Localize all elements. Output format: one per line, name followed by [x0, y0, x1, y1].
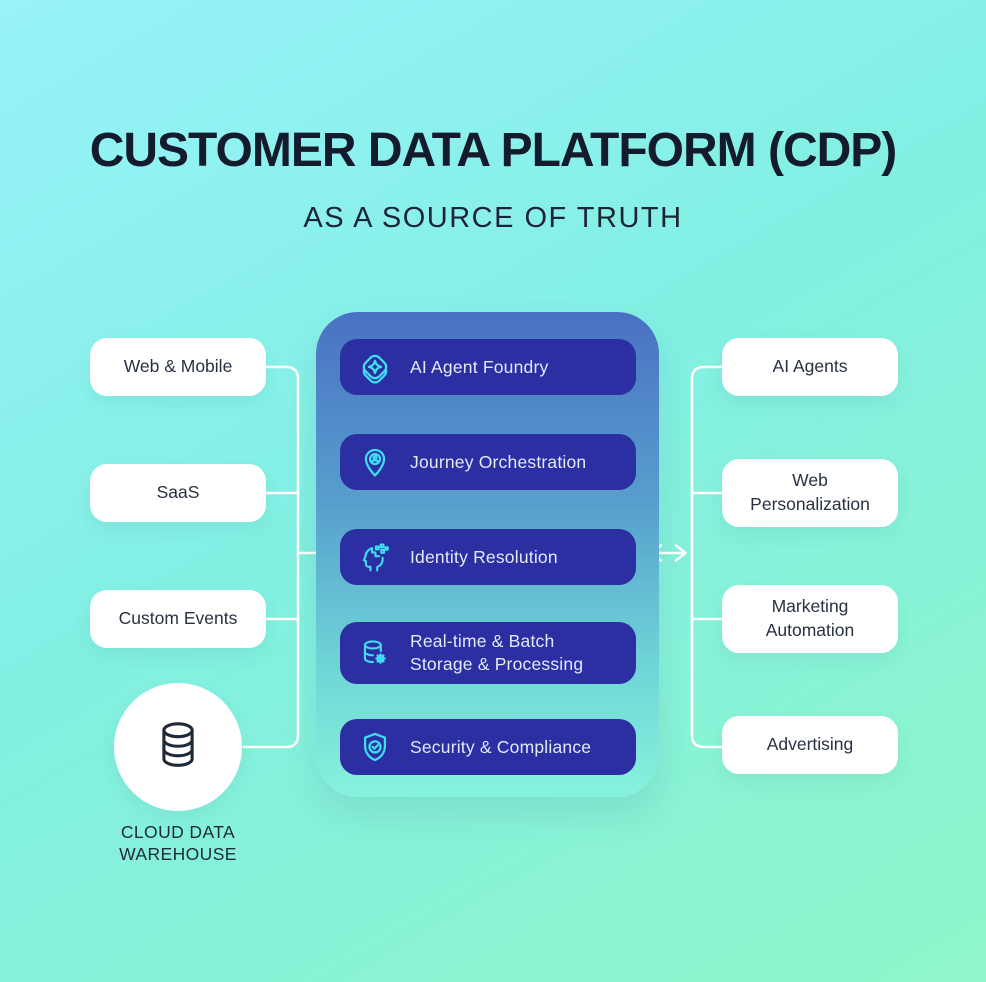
security-shield-icon	[358, 730, 392, 764]
left-trunk-line	[242, 365, 300, 749]
cloud-data-warehouse-node	[114, 683, 242, 811]
module-label: Security & Compliance	[410, 736, 592, 757]
cloud-data-warehouse-label: CLOUD DATA WAREHOUSE	[119, 822, 237, 865]
destination-label: Web Personalization	[750, 470, 870, 514]
source-label: Custom Events	[118, 608, 238, 629]
ai-agent-foundry-icon	[358, 350, 392, 384]
page-subtitle: AS A SOURCE OF TRUTH	[303, 202, 683, 234]
right-trunk-line	[690, 365, 724, 749]
module-label: Real-time & Batch Storage & Processing	[410, 631, 584, 674]
source-card-custom-events: Custom Events	[90, 590, 266, 648]
identity-head-icon	[358, 540, 392, 574]
source-label: Web & Mobile	[123, 356, 233, 377]
destination-card-web-personalization: Web Personalization	[722, 459, 898, 527]
destination-card-advertising: Advertising	[722, 716, 898, 774]
database-icon	[153, 717, 203, 778]
destination-label: Advertising	[766, 734, 854, 755]
source-label: SaaS	[156, 482, 200, 503]
module-label: Identity Resolution	[410, 546, 558, 567]
module-journey-orchestration: Journey Orchestration	[340, 434, 636, 490]
module-label: Journey Orchestration	[410, 451, 587, 472]
source-card-web-mobile: Web & Mobile	[90, 338, 266, 396]
destination-label: Marketing Automation	[765, 596, 855, 640]
destination-label: AI Agents	[772, 356, 848, 377]
module-security-compliance: Security & Compliance	[340, 719, 636, 775]
storage-database-gear-icon	[358, 636, 392, 670]
page-title: CUSTOMER DATA PLATFORM (CDP)	[89, 124, 898, 177]
destination-card-ai-agents: AI Agents	[722, 338, 898, 396]
module-identity-resolution: Identity Resolution	[340, 529, 636, 585]
destination-card-marketing-automation: Marketing Automation	[722, 585, 898, 653]
module-storage-processing: Real-time & Batch Storage & Processing	[340, 622, 636, 684]
module-ai-agent-foundry: AI Agent Foundry	[340, 339, 636, 395]
cdp-platform-panel: AI Agent Foundry Journey Orchestration	[316, 312, 659, 797]
source-card-saas: SaaS	[90, 464, 266, 522]
journey-pin-icon	[358, 445, 392, 479]
module-label: AI Agent Foundry	[410, 356, 549, 377]
